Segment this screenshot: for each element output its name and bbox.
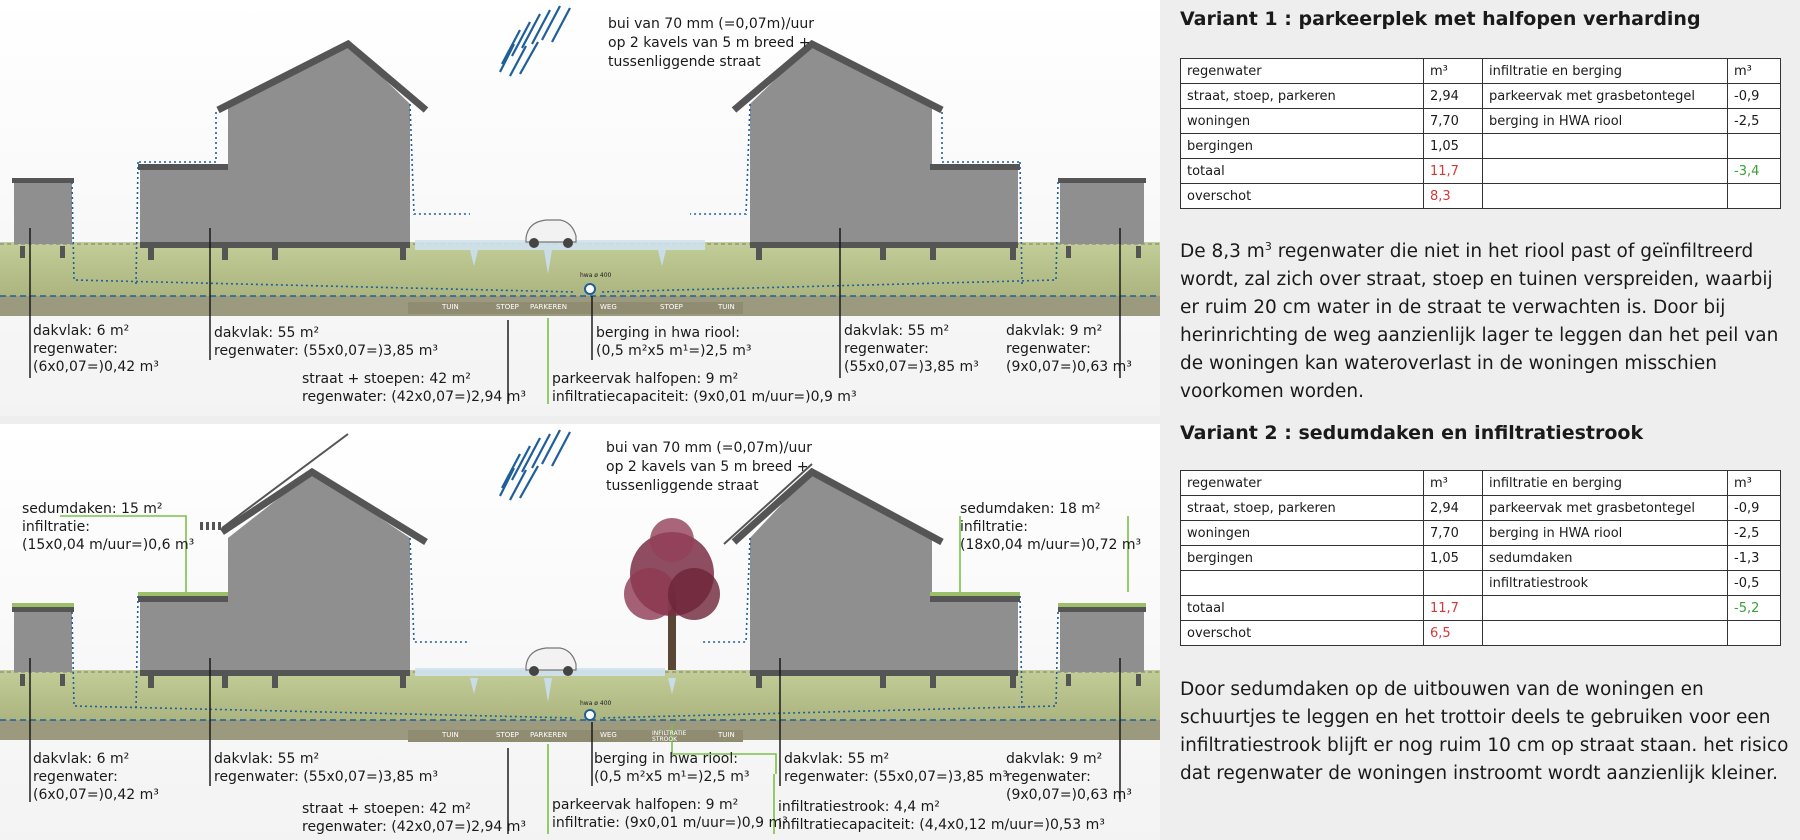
variant-1-table: regenwater m³ infiltratie en berging m³ … bbox=[1180, 58, 1781, 209]
table-row: straat, stoep, parkeren 2,94 parkeervak … bbox=[1180, 83, 1781, 109]
annotation-left-house: dakvlak: 55 m² regenwater: (55x0,07=)3,8… bbox=[214, 751, 439, 785]
table-row: woningen 7,70 berging in HWA riool -2,5 bbox=[1180, 108, 1781, 134]
annotation-sewer: berging in hwa riool: (0,5 m²x5 m¹=)2,5 … bbox=[594, 751, 750, 785]
strip-label: TUIN bbox=[442, 303, 459, 311]
table-header: regenwater m³ infiltratie en berging m³ bbox=[1180, 58, 1781, 84]
right-shed bbox=[1060, 180, 1144, 244]
left-house-main bbox=[228, 44, 410, 244]
strip-label: TUIN bbox=[442, 731, 459, 739]
table-row: infiltratiestrook -0,5 bbox=[1180, 570, 1781, 596]
annotation-right-shed: dakvlak: 9 m² regenwater: (9x0,07=)0,63 … bbox=[1006, 751, 1132, 803]
ground-layer bbox=[0, 670, 1160, 726]
strip-label: INFILTRATIE STROOK bbox=[652, 730, 687, 743]
rain-line: op 2 kavels van 5 m breed + bbox=[608, 35, 811, 51]
table-total-row: totaal 11,7 -3,4 bbox=[1180, 158, 1781, 184]
annotation-right-house: dakvlak: 55 m² regenwater: (55x0,07=)3,8… bbox=[844, 323, 979, 375]
street-water bbox=[415, 668, 665, 676]
table-row: woningen 7,70 berging in HWA riool -2,5 bbox=[1180, 520, 1781, 546]
car-icon bbox=[525, 647, 577, 676]
strip-label: TUIN bbox=[718, 303, 735, 311]
strip-label: TUIN bbox=[718, 731, 735, 739]
variant-1-title: Variant 1 : parkeerplek met halfopen ver… bbox=[1180, 8, 1701, 30]
table-row: bergingen 1,05 bbox=[1180, 133, 1781, 159]
table-row: straat, stoep, parkeren 2,94 parkeervak … bbox=[1180, 495, 1781, 521]
rain-icon bbox=[499, 5, 571, 77]
annotation-sewer: berging in hwa riool: (0,5 m²x5 m¹=)2,5 … bbox=[596, 325, 752, 359]
annotation-right-sedum: sedumdaken: 18 m² infiltratie: (18x0,04 … bbox=[960, 501, 1142, 553]
table-total-row: totaal 11,7 -5,2 bbox=[1180, 595, 1781, 621]
annotation-parking: parkeervak halfopen: 9 m² infiltratiecap… bbox=[552, 371, 857, 405]
rain-line: tussenliggende straat bbox=[606, 478, 759, 494]
right-shed bbox=[1060, 610, 1144, 672]
cross-section-drawing-2 bbox=[0, 424, 1160, 840]
strip-label: STOEP bbox=[660, 303, 683, 311]
pipe-label: hwa ø 400 bbox=[580, 700, 612, 707]
left-house-annex bbox=[140, 600, 230, 672]
right-house-main bbox=[750, 472, 932, 672]
pipe-label: hwa ø 400 bbox=[580, 272, 612, 279]
car-icon bbox=[525, 219, 577, 248]
annotation-right-shed: dakvlak: 9 m² regenwater: (9x0,07=)0,63 … bbox=[1006, 323, 1132, 375]
sedum-roof bbox=[1058, 603, 1146, 607]
strip-label: PARKEREN bbox=[530, 303, 567, 311]
section-diagram-variant-1: bui van 70 mm (=0,07m)/uur op 2 kavels v… bbox=[0, 0, 1160, 416]
sedum-roof bbox=[138, 592, 232, 596]
rain-line: tussenliggende straat bbox=[608, 54, 761, 70]
annotation-left-sedum: sedumdaken: 15 m² infiltratie: (15x0,04 … bbox=[22, 501, 195, 553]
annotation-right-house: dakvlak: 55 m² regenwater: (55x0,07=)3,8… bbox=[784, 751, 1009, 785]
left-shed bbox=[14, 180, 72, 244]
strip-label: STOEP bbox=[496, 731, 519, 739]
annotation-left-house: dakvlak: 55 m² regenwater: (55x0,07=)3,8… bbox=[214, 325, 439, 359]
strip-labels: TUIN STOEP PARKEREN WEG INFILTRATIE STRO… bbox=[408, 731, 743, 743]
table-header: regenwater m³ infiltratie en berging m³ bbox=[1180, 470, 1781, 496]
annotation-strip: infiltratiestrook: 4,4 m² infiltratiecap… bbox=[778, 799, 1105, 833]
left-shed bbox=[14, 610, 72, 672]
right-house-main bbox=[750, 44, 932, 244]
annotation-street: straat + stoepen: 42 m² regenwater: (42x… bbox=[302, 371, 527, 405]
table-row: bergingen 1,05 sedumdaken -1,3 bbox=[1180, 545, 1781, 571]
street-water bbox=[415, 240, 705, 250]
annotation-left-shed: dakvlak: 6 m² regenwater: (6x0,07=)0,42 … bbox=[33, 751, 159, 803]
sedum-roof bbox=[930, 592, 1020, 596]
strip-label: STOEP bbox=[496, 303, 519, 311]
table-surplus-row: overschot 8,3 bbox=[1180, 183, 1781, 209]
section-diagram-variant-2: bui van 70 mm (=0,07m)/uur op 2 kavels v… bbox=[0, 424, 1160, 840]
annotation-parking: parkeervak halfopen: 9 m² infiltratie: (… bbox=[552, 797, 788, 831]
cross-section-drawing-1 bbox=[0, 0, 1160, 416]
right-house-annex bbox=[932, 168, 1018, 244]
strip-labels: TUIN STOEP PARKEREN WEG STOEP TUIN bbox=[408, 303, 743, 315]
table-surplus-row: overschot 6,5 bbox=[1180, 620, 1781, 646]
hwa-pipe bbox=[584, 283, 596, 295]
annotation-left-shed: dakvlak: 6 m² regenwater: (6x0,07=)0,42 … bbox=[33, 323, 159, 375]
variant-2-description: Door sedumdaken op de uitbouwen van de w… bbox=[1180, 679, 1789, 784]
rain-line: bui van 70 mm (=0,07m)/uur bbox=[608, 16, 814, 32]
strip-label: WEG bbox=[600, 731, 617, 739]
variant-1-description: De 8,3 m3 regenwater die niet in het rio… bbox=[1180, 239, 1779, 402]
strip-label: PARKEREN bbox=[530, 731, 567, 739]
variant-2-table: regenwater m³ infiltratie en berging m³ … bbox=[1180, 470, 1781, 646]
sedum-roof bbox=[12, 603, 74, 607]
rain-line: bui van 70 mm (=0,07m)/uur bbox=[606, 440, 812, 456]
tree-icon bbox=[624, 518, 720, 670]
variant-2-title: Variant 2 : sedumdaken en infiltratiestr… bbox=[1180, 422, 1644, 444]
rain-line: op 2 kavels van 5 m breed + bbox=[606, 459, 809, 475]
ground-layer bbox=[0, 242, 1160, 302]
right-house-annex bbox=[932, 600, 1018, 672]
left-house-main bbox=[228, 472, 410, 672]
rain-icon bbox=[499, 429, 571, 501]
left-house-annex bbox=[140, 168, 230, 244]
hwa-pipe bbox=[584, 709, 596, 721]
annotation-street: straat + stoepen: 42 m² regenwater: (42x… bbox=[302, 801, 527, 835]
strip-label: WEG bbox=[600, 303, 617, 311]
